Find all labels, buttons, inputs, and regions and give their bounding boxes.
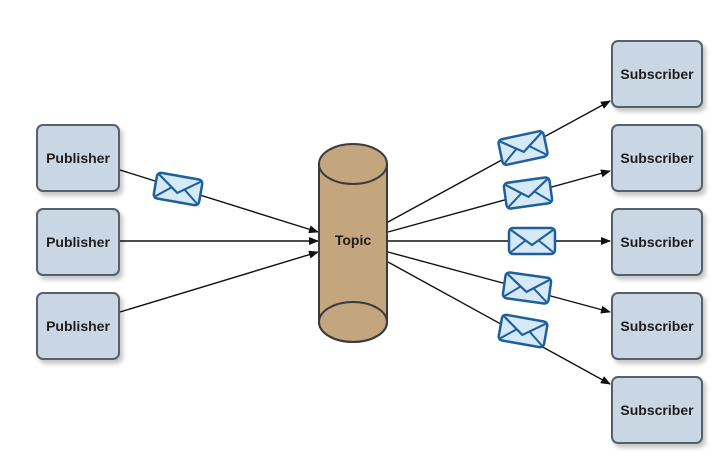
subscriber-node: Subscriber: [611, 40, 703, 108]
topic-cylinder: [318, 143, 388, 343]
arrow-topic-sub5: [387, 261, 611, 385]
publisher-node: Publisher: [36, 292, 120, 360]
subscriber-label: Subscriber: [620, 402, 694, 418]
subscriber-node: Subscriber: [611, 292, 703, 360]
subscriber-node: Subscriber: [611, 208, 703, 276]
envelope-icon: [496, 129, 550, 167]
envelope-icon: [151, 170, 205, 208]
arrow-topic-sub1: [387, 100, 611, 223]
subscriber-label: Subscriber: [620, 150, 694, 166]
subscriber-node: Subscriber: [611, 376, 703, 444]
envelope-icon: [507, 226, 557, 256]
arrow-topic-sub2: [387, 169, 611, 233]
envelope-icon: [501, 270, 553, 306]
subscriber-label: Subscriber: [620, 318, 694, 334]
subscriber-node: Subscriber: [611, 124, 703, 192]
arrow-pub1-topic: [119, 169, 319, 234]
arrow-pub3-topic: [119, 250, 319, 313]
publisher-label: Publisher: [46, 318, 110, 334]
publisher-label: Publisher: [46, 234, 110, 250]
publisher-node: Publisher: [36, 124, 120, 192]
arrow-topic-sub4: [387, 251, 611, 314]
envelope-icon: [496, 312, 550, 350]
publisher-label: Publisher: [46, 150, 110, 166]
publisher-node: Publisher: [36, 208, 120, 276]
subscriber-label: Subscriber: [620, 234, 694, 250]
subscriber-label: Subscriber: [620, 66, 694, 82]
envelope-icon: [502, 175, 554, 211]
topic-label: Topic: [334, 232, 372, 248]
